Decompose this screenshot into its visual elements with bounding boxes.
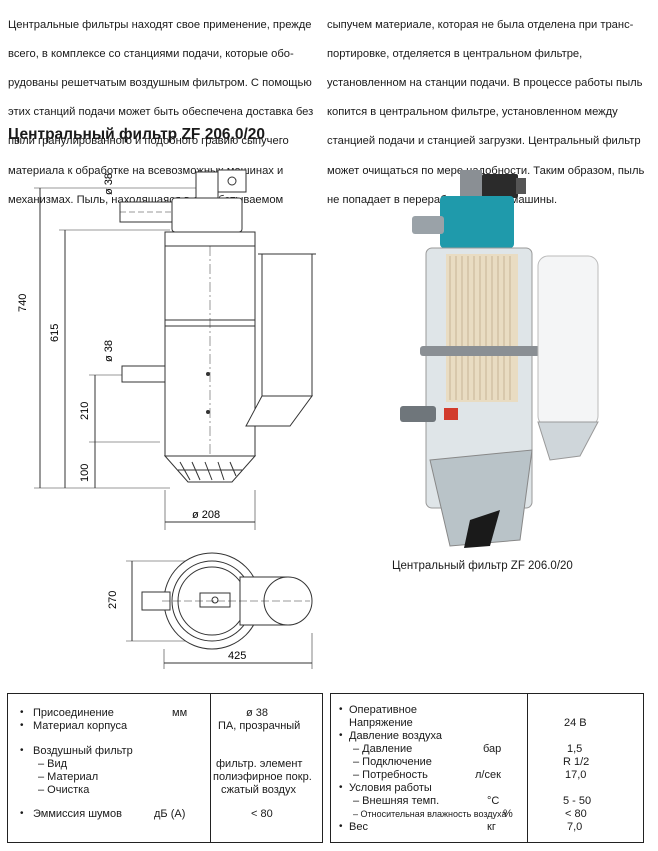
spec-label: Присоединение	[33, 707, 114, 719]
spec-label: Вес	[349, 821, 368, 833]
spec-value: полиэфирное покр.	[213, 771, 312, 783]
spec-unit: дБ (А)	[154, 808, 186, 820]
intro-right-line: может очищаться по мере надобности. Таки…	[327, 164, 645, 177]
spec-unit: %	[503, 808, 513, 820]
dim-210: 210	[79, 402, 91, 420]
spec-value: < 80	[251, 808, 273, 820]
spec-value: фильтр. элемент	[216, 758, 303, 770]
intro-right-line: копится в центральном фильтре, установле…	[327, 106, 618, 119]
spec-value: 17,0	[565, 769, 587, 781]
spec-label: Материал корпуса	[33, 720, 128, 732]
intro-left: Центральные фильтры находят свое примене…	[8, 3, 320, 222]
bullet: •	[339, 782, 343, 793]
spec-value: ø 38	[246, 707, 269, 719]
dim-740: 740	[17, 294, 29, 312]
spec-value: 5 - 50	[563, 795, 592, 807]
column-divider	[527, 694, 528, 842]
spec-label: – Внешняя темп.	[353, 795, 440, 807]
dim-270: 270	[107, 591, 119, 609]
spec-label: – Вид	[38, 758, 68, 770]
bullet: •	[20, 808, 24, 819]
filter-head-icon	[440, 196, 514, 248]
intro-left-line: пыли гранулированного и подобного гравию…	[8, 135, 289, 148]
specs-left-table: • Присоединение мм ø 38 • Материал корпуса ПА…	[7, 693, 323, 843]
bullet: •	[339, 704, 343, 715]
bullet: •	[339, 730, 343, 741]
intro-right-line: установленном на станции подачи. В проце…	[327, 76, 643, 89]
bullet: •	[20, 720, 24, 731]
spec-label: – Очистка	[38, 784, 90, 796]
intro-left-line: этих станций подачи может быть обеспечен…	[8, 106, 314, 119]
technical-drawing-side: 740 615 210 100 ø 38 ø 38 ø 208	[17, 169, 316, 530]
spec-label: – Подключение	[353, 756, 432, 768]
dim-d38-top: ø 38	[103, 173, 115, 195]
spec-unit: кг	[487, 821, 496, 833]
dim-615: 615	[49, 324, 61, 342]
intro-left-line: Центральные фильтры находят свое примене…	[8, 18, 312, 31]
spec-value: R 1/2	[563, 756, 590, 768]
spec-value: < 80	[565, 808, 587, 820]
spec-label: Условия работы	[349, 782, 432, 794]
spec-label: Воздушный фильтр	[33, 745, 133, 757]
product-photo	[400, 170, 599, 548]
spec-unit: мм	[172, 707, 188, 719]
specs-right-table: • Оперативное Напряжение 24 В • Давление во…	[330, 693, 644, 843]
spec-value: ПА, прозрачный	[218, 720, 301, 732]
dim-425: 425	[228, 650, 246, 662]
intro-left-line: всего, в комплексе со станциями подачи, …	[8, 47, 294, 60]
section-heading: Центральный фильтр ZF 206.0/20	[8, 126, 266, 143]
spec-value: 24 В	[564, 717, 587, 729]
spec-label: Напряжение	[349, 717, 413, 729]
column-divider	[210, 694, 211, 842]
spec-unit: бар	[483, 743, 502, 755]
spec-label: – Потребность	[353, 769, 428, 781]
intro-right: сыпучем материале, которая не была отдел…	[327, 3, 653, 222]
dim-d208: ø 208	[192, 509, 220, 521]
spec-label: – Относительная влажность воздуха	[353, 809, 507, 819]
intro-right-line: портировке, отделяется в центральном фил…	[327, 47, 583, 60]
spec-label: – Материал	[38, 771, 99, 783]
spec-unit: л/сек	[475, 769, 501, 781]
photo-caption: Центральный фильтр ZF 206.0/20	[392, 560, 573, 572]
spec-value: 1,5	[567, 743, 583, 755]
bullet: •	[20, 745, 24, 756]
bullet: •	[339, 821, 343, 832]
intro-left-line: рудованы решетчатым воздушным фильтром. …	[8, 76, 312, 89]
intro-right-line: станцией подачи и станцией загрузки. Цен…	[327, 135, 641, 148]
spec-label: Давление воздуха	[349, 730, 443, 742]
spec-unit: °C	[487, 795, 500, 807]
dim-d38-mid: ø 38	[103, 340, 115, 362]
spec-value: сжатый воздух	[221, 784, 296, 796]
dim-100: 100	[79, 464, 91, 482]
spec-label: Эммиссия шумов	[33, 808, 122, 820]
spec-value: 7,0	[567, 821, 583, 833]
spec-label: Оперативное	[349, 704, 417, 716]
technical-drawing-top: 270 425	[107, 552, 313, 669]
spec-label: – Давление	[353, 743, 413, 755]
intro-right-line: сыпучем материале, которая не была отдел…	[327, 18, 634, 31]
bullet: •	[20, 707, 24, 718]
